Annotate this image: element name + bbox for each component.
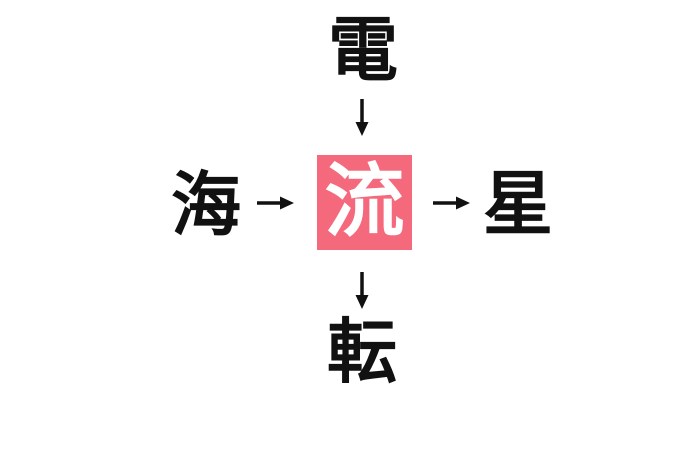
center-answer-tile: 流 bbox=[317, 155, 412, 250]
kanji-right: 星 bbox=[483, 167, 553, 244]
arrow-down-icon bbox=[355, 272, 369, 309]
arrow-right-icon bbox=[257, 196, 294, 210]
kanji-bottom: 転 bbox=[327, 315, 397, 392]
kanji-center: 流 bbox=[324, 158, 405, 247]
kanji-top: 電 bbox=[328, 13, 398, 90]
arrow-down-icon bbox=[355, 99, 369, 136]
kanji-left: 海 bbox=[171, 168, 241, 245]
arrow-right-icon bbox=[433, 196, 470, 210]
